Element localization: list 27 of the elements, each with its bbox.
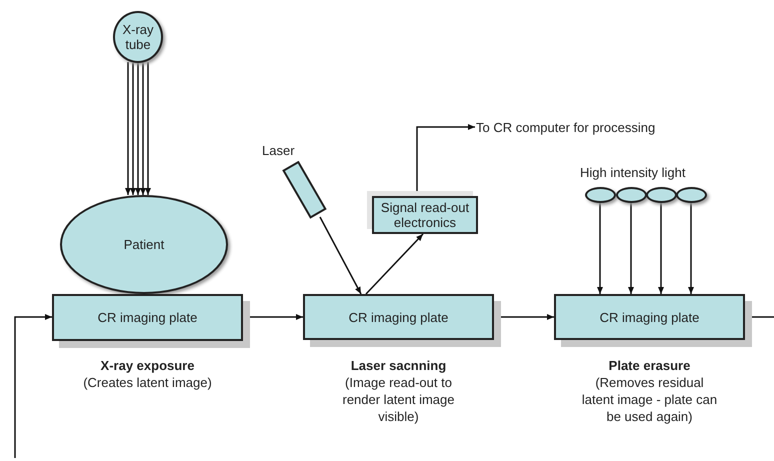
light-ellipse [646, 187, 677, 203]
step-description: (Image read-out to render latent image visible) [341, 374, 456, 425]
arrow [14, 314, 52, 458]
light-ellipse [676, 187, 707, 203]
step-title: X-ray exposure [100, 357, 194, 374]
arrow [140, 63, 146, 195]
arrow [628, 203, 634, 294]
arrow [365, 233, 424, 295]
arrow [130, 63, 136, 195]
device-label: Laser [262, 143, 295, 158]
step-title: Plate erasure [608, 357, 690, 374]
tube-ellipse: X-ray tube [113, 11, 163, 63]
step-description: (Creates latent image) [82, 374, 213, 391]
patient-ellipse: Patient [60, 195, 228, 294]
light-ellipse [585, 187, 616, 203]
destination-text: To CR computer for processing [476, 119, 726, 137]
arrow [319, 216, 362, 294]
step-description: (Removes residual latent image - plate can be used again) [580, 374, 718, 425]
arrow [688, 203, 694, 294]
light-label: High intensity light [580, 165, 686, 181]
arrow [658, 203, 664, 294]
light-ellipse [616, 187, 647, 203]
arrow [125, 62, 131, 195]
arrow [145, 62, 151, 195]
arrow [597, 203, 603, 294]
step-title: Laser sacnning [350, 357, 446, 374]
arrow [135, 63, 141, 195]
